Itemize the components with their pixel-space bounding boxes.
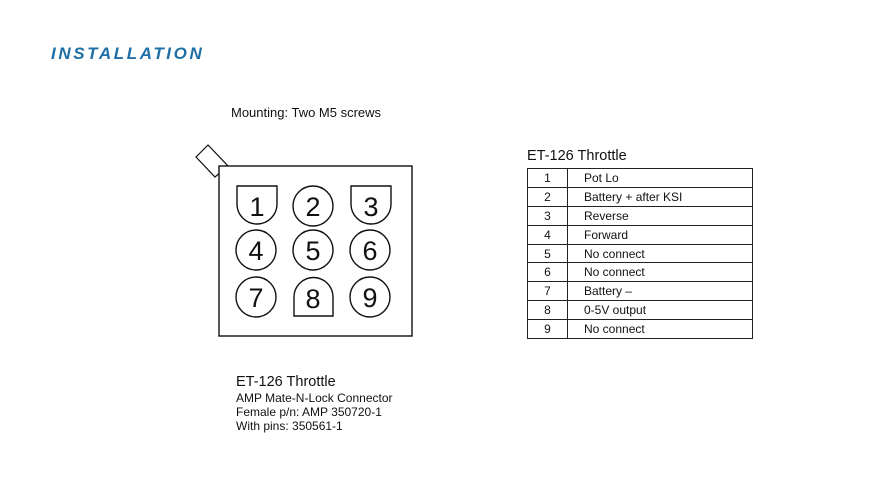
pin-number-cell: 9 bbox=[527, 319, 568, 340]
pin-number-cell: 8 bbox=[527, 300, 568, 321]
pin-cavity-5 bbox=[292, 229, 334, 271]
table-row: 6 No connect bbox=[527, 262, 753, 283]
table-row: 4 Forward bbox=[527, 224, 753, 245]
pin-cavity-3 bbox=[350, 185, 392, 225]
pin-number-cell: 7 bbox=[527, 281, 568, 302]
pinout-table-title: ET-126 Throttle bbox=[527, 148, 627, 164]
table-row: 3 Reverse bbox=[527, 205, 753, 226]
pin-number-cell: 4 bbox=[527, 224, 568, 245]
pin-label-5: 5 bbox=[305, 236, 320, 266]
pin-number-cell: 6 bbox=[527, 262, 568, 283]
table-row: 9 No connect bbox=[527, 319, 753, 340]
pin-label-8: 8 bbox=[305, 284, 320, 314]
pin-function-cell: Battery – bbox=[567, 281, 753, 302]
connector-part-line: AMP Mate-N-Lock Connector bbox=[236, 391, 393, 405]
pin-cavity-6 bbox=[349, 229, 391, 271]
table-row: 7 Battery – bbox=[527, 281, 753, 302]
pin-function-cell: 0-5V output bbox=[567, 300, 753, 321]
pin-number-cell: 2 bbox=[527, 186, 568, 207]
pin-function-cell: No connect bbox=[567, 262, 753, 283]
pin-cavity-8 bbox=[293, 276, 334, 317]
pin-label-2: 2 bbox=[305, 192, 320, 222]
pin-label-1: 1 bbox=[249, 192, 264, 222]
pin-function-cell: Forward bbox=[567, 224, 753, 245]
pin-function-cell: Battery + after KSI bbox=[567, 186, 753, 207]
section-heading: INSTALLATION bbox=[51, 44, 205, 63]
pin-label-6: 6 bbox=[362, 236, 377, 266]
connector-pins-pn: With pins: 350561-1 bbox=[236, 419, 343, 433]
pinout-table-block: ET-126 Throttle 1 Pot Lo 2 Battery + aft… bbox=[527, 148, 753, 340]
pinout-table: 1 Pot Lo 2 Battery + after KSI 3 Reverse… bbox=[527, 168, 753, 340]
pin-label-4: 4 bbox=[248, 236, 263, 266]
connector-caption-title: ET-126 Throttle bbox=[236, 374, 336, 390]
pin-cavity-7 bbox=[235, 276, 277, 318]
pin-cavity-4 bbox=[235, 229, 277, 271]
pin-function-cell: No connect bbox=[567, 319, 753, 340]
pin-function-cell: Reverse bbox=[567, 205, 753, 226]
table-row: 5 No connect bbox=[527, 243, 753, 264]
pin-number-cell: 5 bbox=[527, 243, 568, 264]
connector-female-pn: Female p/n: AMP 350720-1 bbox=[236, 405, 382, 419]
mounting-note: Mounting: Two M5 screws bbox=[231, 105, 382, 120]
pin-cavity-1 bbox=[236, 185, 278, 225]
pin-label-3: 3 bbox=[363, 192, 378, 222]
pin-function-cell: Pot Lo bbox=[567, 168, 753, 188]
pin-number-cell: 3 bbox=[527, 205, 568, 226]
table-row: 1 Pot Lo bbox=[527, 168, 753, 188]
pin-cavity-2 bbox=[292, 185, 334, 227]
pin-cavity-9 bbox=[349, 276, 391, 318]
table-row: 2 Battery + after KSI bbox=[527, 186, 753, 207]
pin-label-7: 7 bbox=[248, 283, 263, 313]
pin-function-cell: No connect bbox=[567, 243, 753, 264]
pin-label-9: 9 bbox=[362, 283, 377, 313]
table-row: 8 0-5V output bbox=[527, 300, 753, 321]
pin-number-cell: 1 bbox=[527, 168, 568, 188]
connector-caption: ET-126 Throttle AMP Mate-N-Lock Connecto… bbox=[236, 374, 393, 433]
